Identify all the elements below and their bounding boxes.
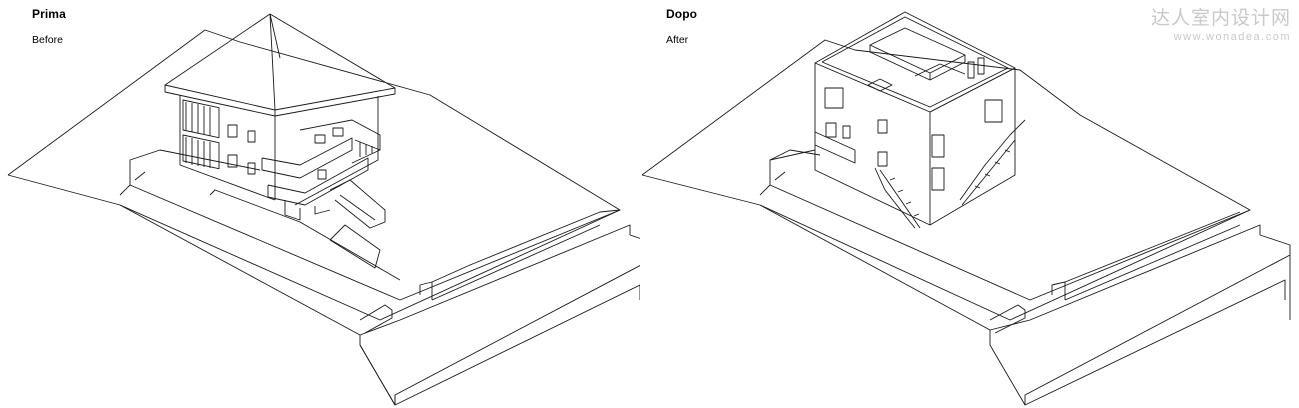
after-title: Dopo (666, 7, 698, 21)
after-panel: Dopo After (640, 0, 1299, 408)
watermark-url: www.wonadea.com (1173, 31, 1291, 43)
house-wall-right (295, 96, 378, 205)
house-wall-left (180, 95, 275, 200)
site-block-front (360, 235, 640, 405)
site-terrain-outline (8, 30, 620, 320)
site-slab-top (120, 205, 630, 335)
before-panel: Prima Before (0, 0, 640, 408)
watermark: 达人室内设计网 www.wonadea.com (1151, 3, 1291, 43)
roof-front-face (165, 14, 395, 110)
cube-wall-right (930, 68, 1015, 225)
cube-wall-left (815, 63, 930, 225)
before-subtitle: Before (32, 34, 63, 46)
after-axonometric-drawing (640, 0, 1299, 408)
before-title: Prima (32, 7, 66, 21)
stair-right (960, 120, 1025, 200)
site-retaining-wall (120, 185, 620, 300)
cube-roof-top (815, 12, 1015, 112)
roof-ridge-1 (270, 14, 275, 110)
after-subtitle: After (666, 34, 689, 46)
roof-ridge-2 (270, 14, 280, 58)
stair-left (875, 168, 915, 228)
watermark-chinese: 达人室内设计网 (1150, 7, 1291, 29)
site-block-edge-left (360, 345, 395, 405)
before-axonometric-drawing (0, 0, 640, 408)
site-terrain-outline (642, 40, 1250, 320)
